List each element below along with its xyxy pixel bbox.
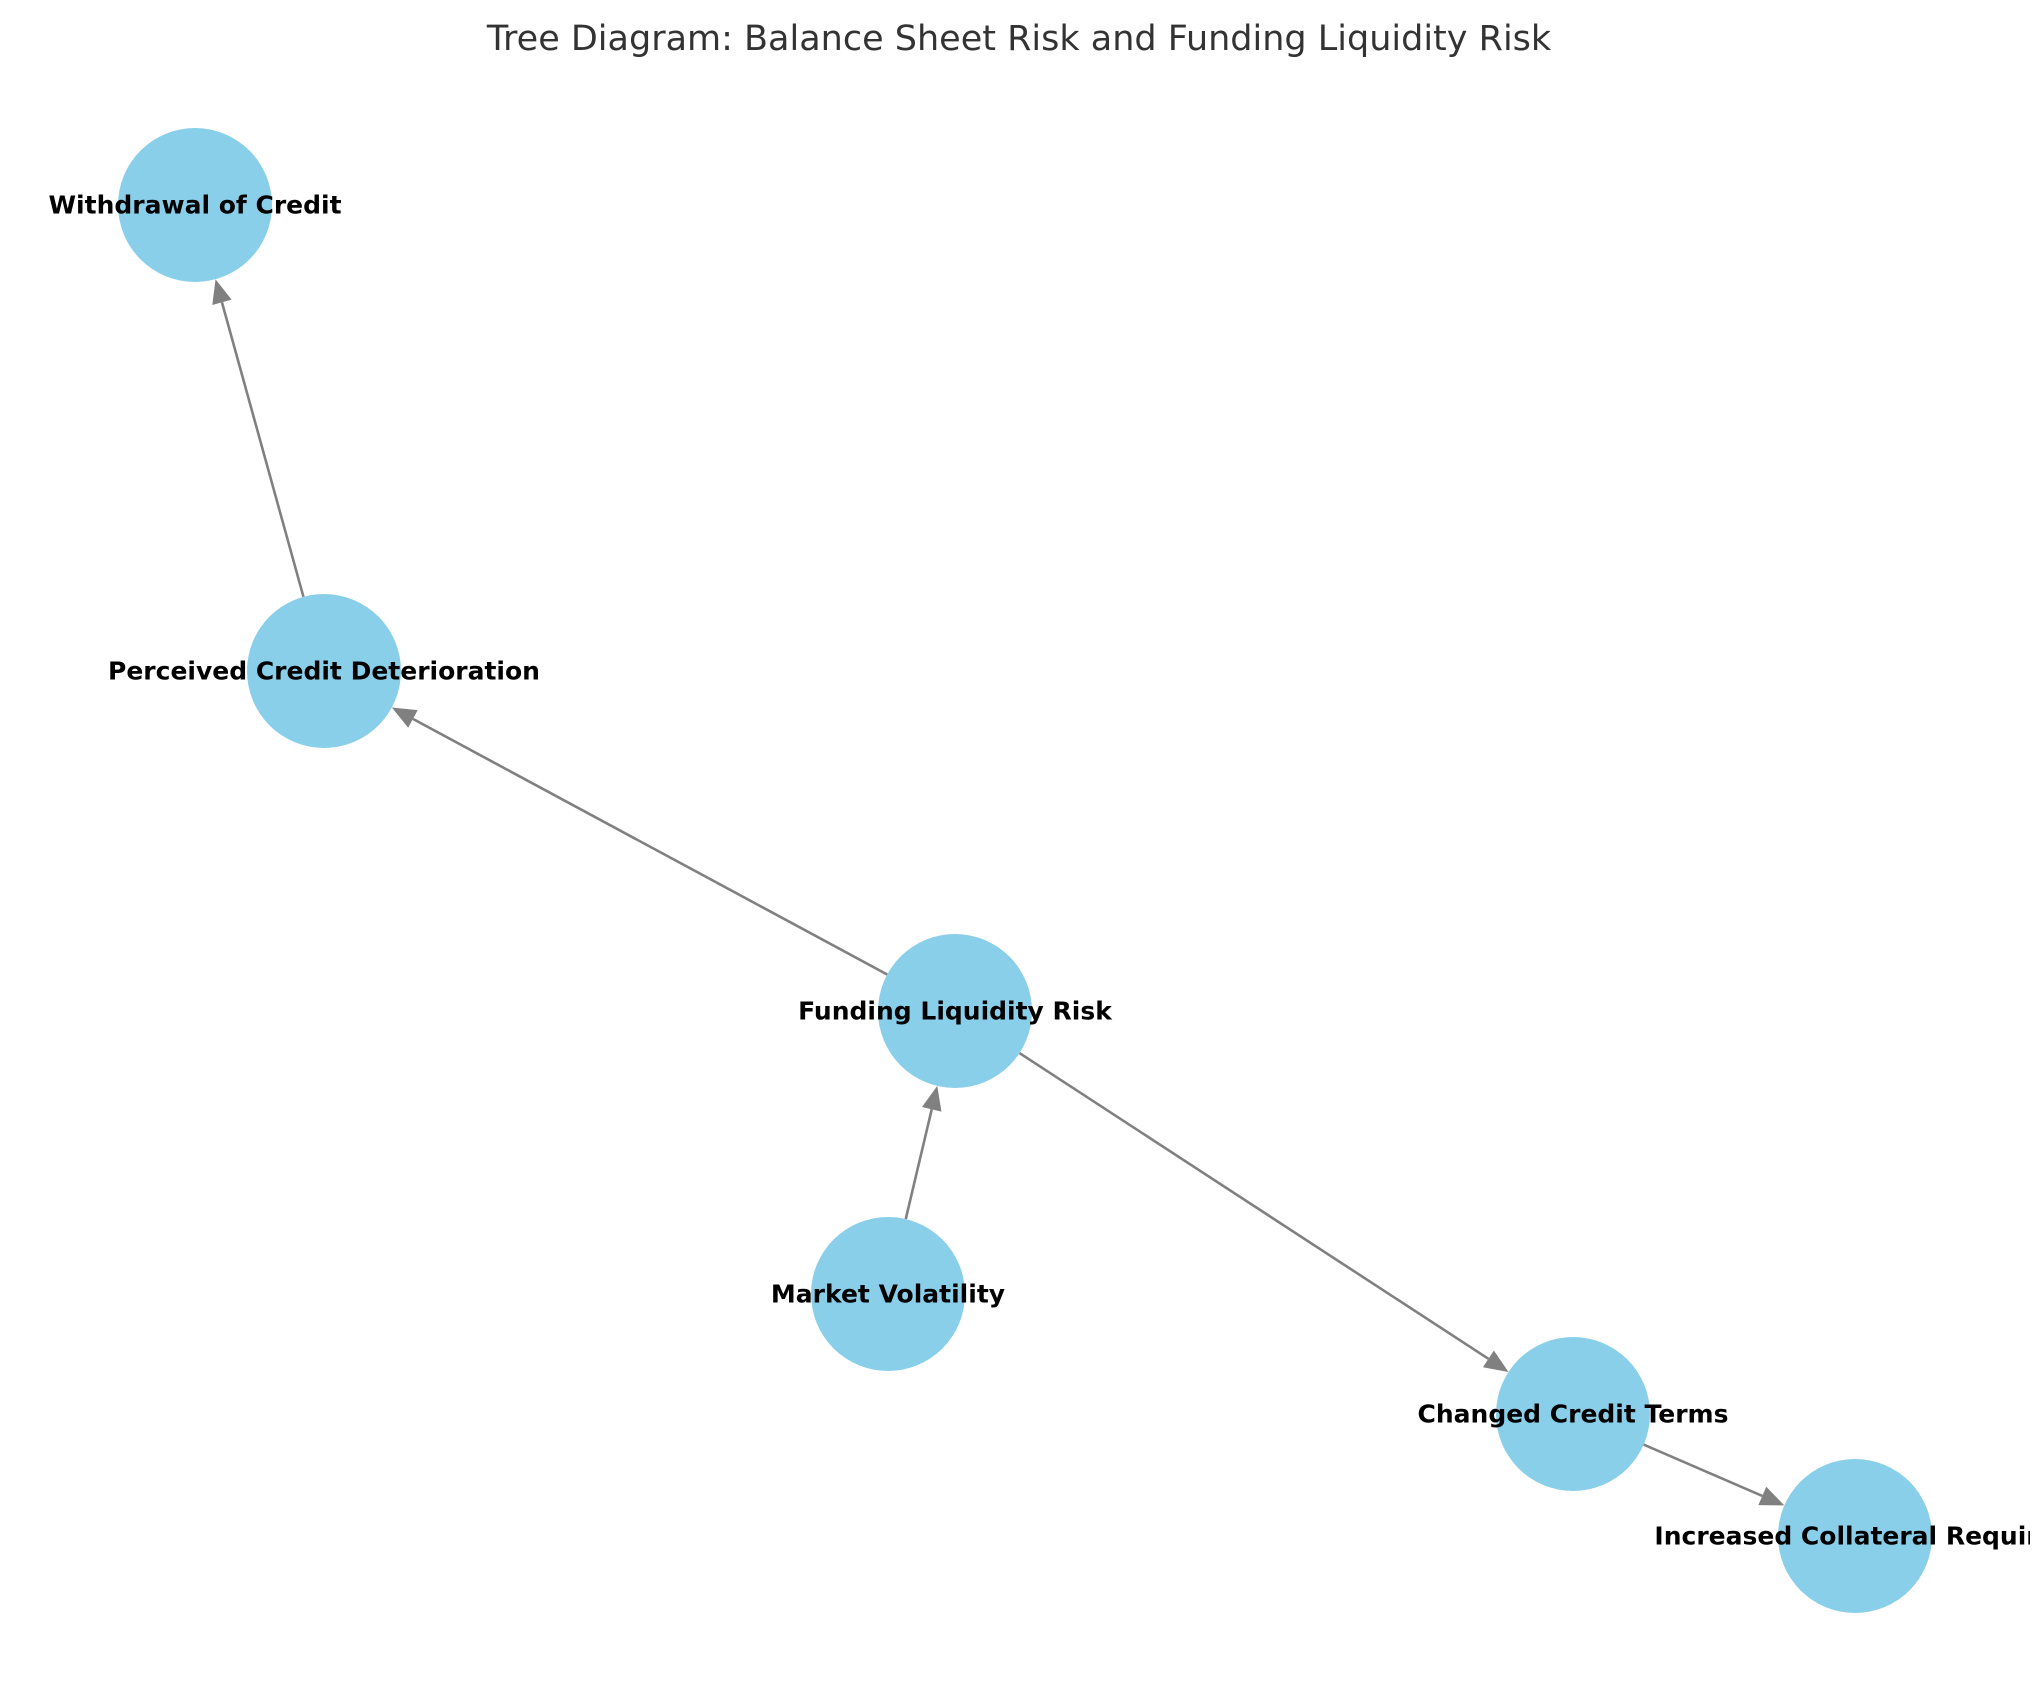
node-circle bbox=[1496, 1337, 1650, 1491]
node-market: Market Volatility bbox=[771, 1217, 1005, 1371]
node-label: Increased Collateral Require bbox=[1654, 1522, 2039, 1551]
edge-perceived-to-withdrawal bbox=[212, 279, 305, 598]
arrow-head bbox=[391, 707, 418, 728]
edge-changed-to-collateral bbox=[1643, 1443, 1785, 1506]
node-changed: Changed Credit Terms bbox=[1418, 1337, 1729, 1491]
edge-line bbox=[904, 1108, 933, 1220]
node-circle bbox=[247, 594, 401, 748]
node-funding: Funding Liquidity Risk bbox=[798, 934, 1113, 1088]
edges-layer bbox=[212, 279, 1785, 1506]
edge-line bbox=[412, 717, 888, 976]
node-collateral: Increased Collateral Require bbox=[1654, 1459, 2039, 1613]
arrow-head bbox=[212, 279, 232, 306]
diagram-title: Tree Diagram: Balance Sheet Risk and Fun… bbox=[486, 19, 1552, 59]
edge-market-to-funding bbox=[904, 1085, 942, 1220]
node-circle bbox=[878, 934, 1032, 1088]
node-label: Perceived Credit Deterioration bbox=[108, 657, 540, 686]
edge-line bbox=[1643, 1443, 1763, 1498]
edge-funding-to-changed bbox=[1018, 1051, 1509, 1372]
arrow-head bbox=[1758, 1486, 1785, 1506]
node-circle bbox=[1778, 1459, 1932, 1613]
edge-line bbox=[1018, 1051, 1490, 1360]
node-withdrawal: Withdrawal of Credit bbox=[48, 128, 342, 282]
arrow-head bbox=[1482, 1350, 1509, 1372]
edge-funding-to-perceived bbox=[391, 707, 888, 976]
node-label: Funding Liquidity Risk bbox=[798, 997, 1113, 1026]
arrow-head bbox=[922, 1085, 942, 1112]
edge-line bbox=[220, 301, 305, 598]
node-perceived: Perceived Credit Deterioration bbox=[108, 594, 540, 748]
node-label: Market Volatility bbox=[771, 1280, 1005, 1309]
node-circle bbox=[118, 128, 272, 282]
node-label: Changed Credit Terms bbox=[1418, 1400, 1729, 1429]
node-label: Withdrawal of Credit bbox=[48, 191, 341, 220]
node-circle bbox=[811, 1217, 965, 1371]
